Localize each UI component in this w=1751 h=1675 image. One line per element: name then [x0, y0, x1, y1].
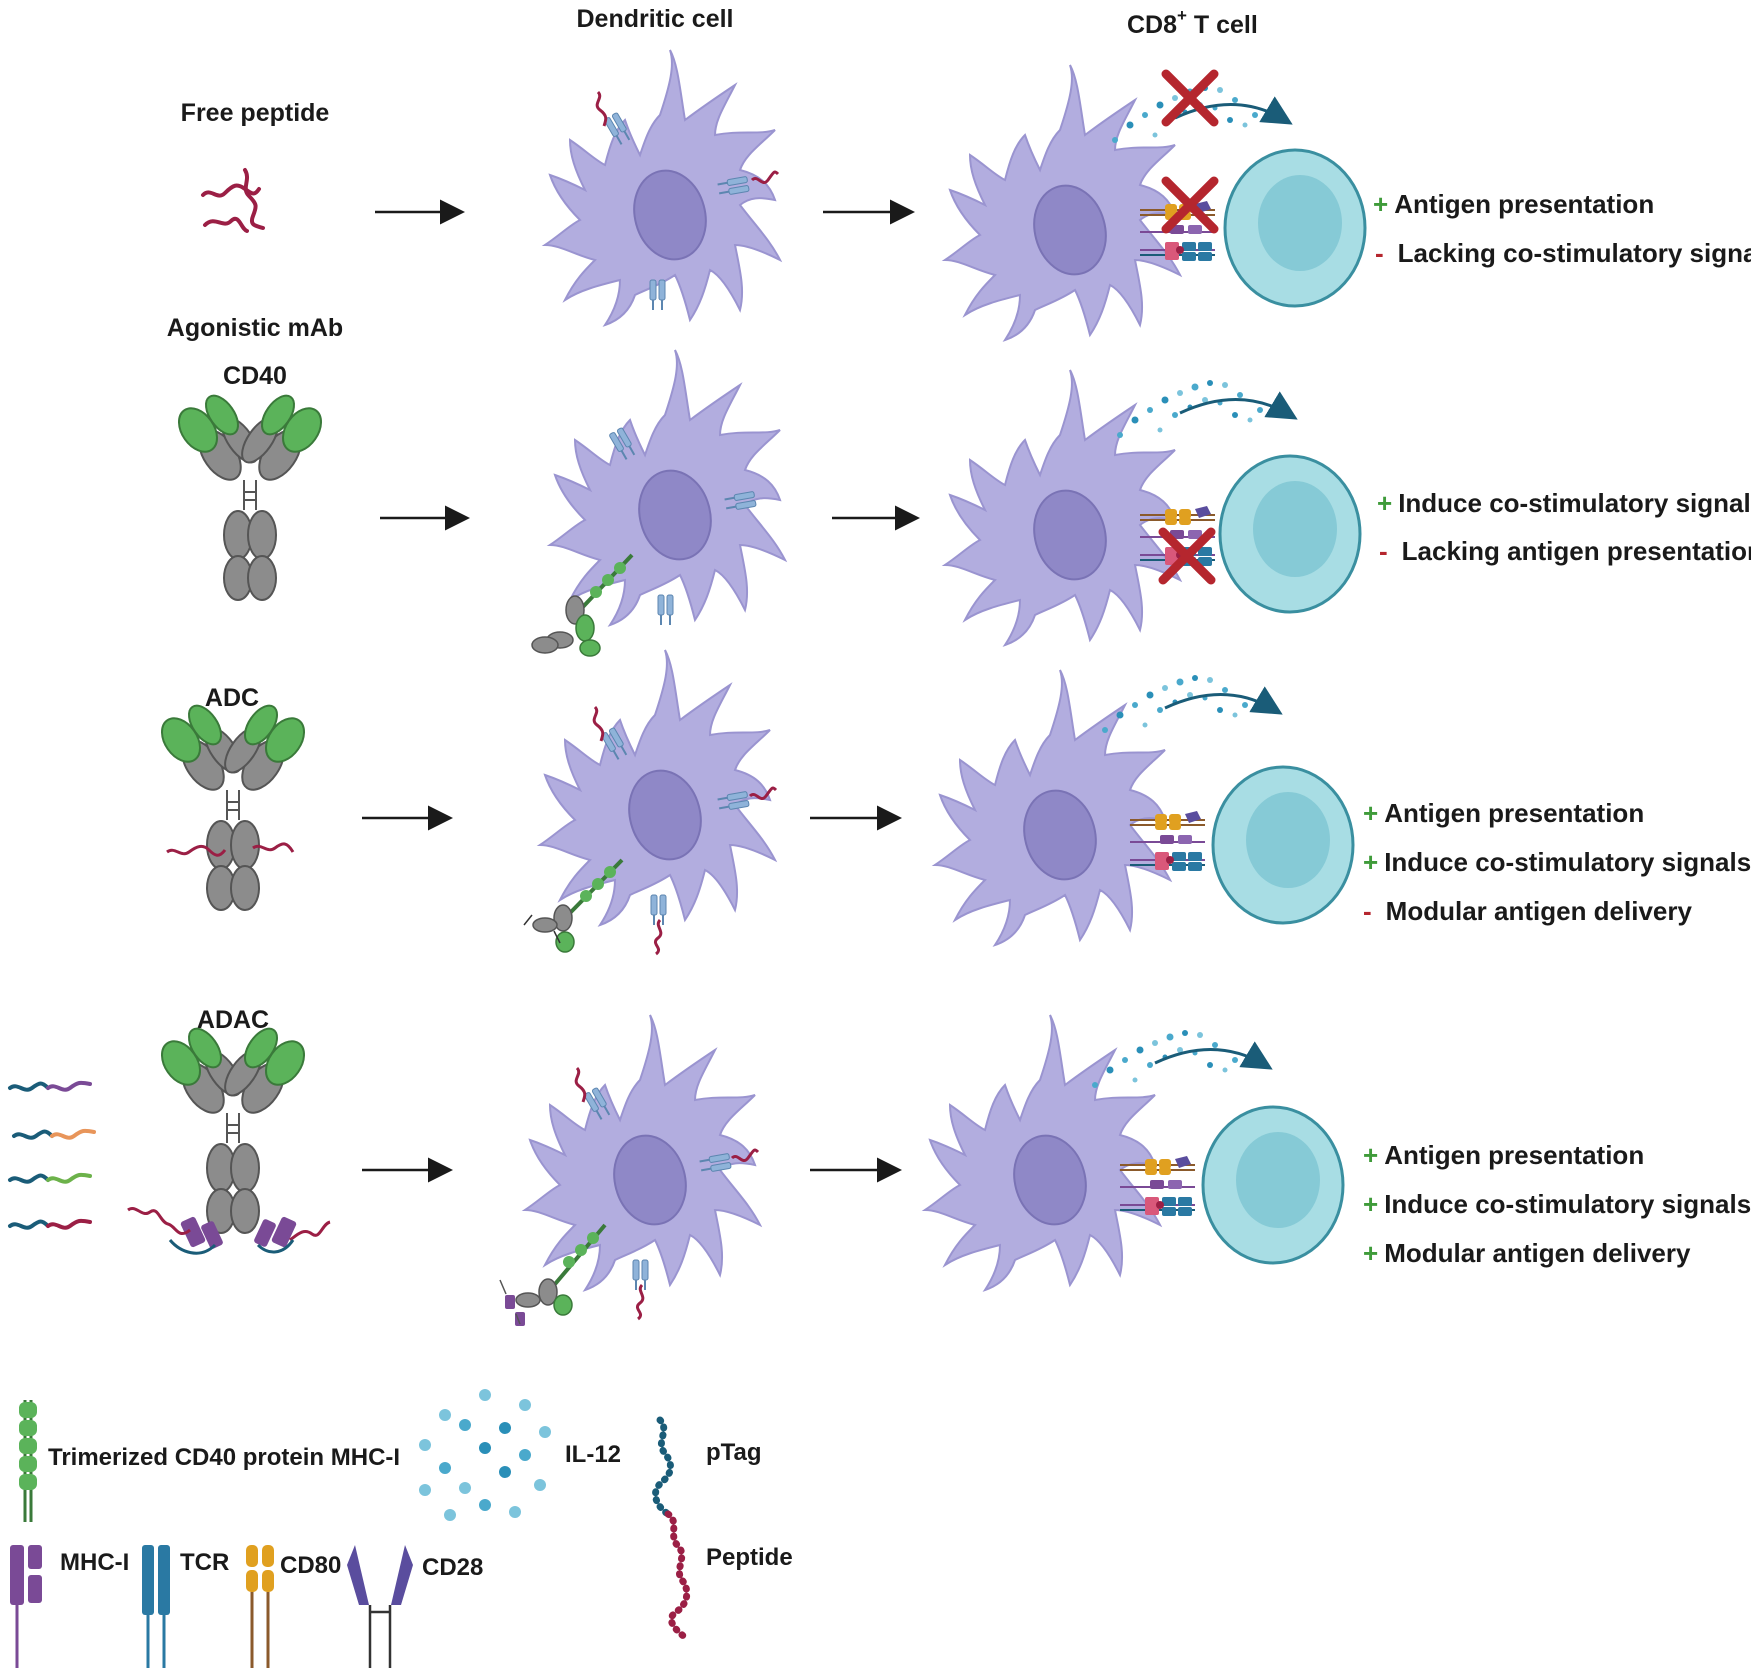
- tcell-header: CD8+ T cell: [1127, 6, 1258, 39]
- legend-ptag-label: pTag: [706, 1439, 762, 1466]
- peptide-icon: [252, 842, 295, 853]
- legend-cd40-label: Trimerized CD40 protein MHC-I: [48, 1444, 400, 1471]
- t-cell: [1201, 1105, 1345, 1265]
- legend-il12-label: IL-12: [565, 1441, 621, 1468]
- il12-release: [1117, 380, 1290, 438]
- row-free-peptide: Free peptide +Antigen presentation -Lack…: [181, 49, 1751, 341]
- free-peptide-icon: [201, 168, 265, 233]
- outcome-2: +Induce co-stimulatory signals: [1363, 1189, 1751, 1219]
- cd40-binding-icon: [499, 1223, 607, 1326]
- outcome-3: +Modular antigen delivery: [1363, 1238, 1691, 1268]
- peptide-icon: [635, 1283, 645, 1321]
- ptag-peptide-icon: [651, 1416, 691, 1642]
- dendritic-cell: [524, 1014, 761, 1291]
- il12-icon: [419, 1389, 551, 1521]
- peptide-icon: [653, 918, 663, 956]
- row-title: ADC: [205, 684, 259, 712]
- outcome-1: +Antigen presentation: [1363, 1140, 1644, 1170]
- outcome-1: +Antigen presentation: [1373, 189, 1654, 219]
- peptide-icon: [595, 90, 608, 127]
- dendritic-cell: [944, 64, 1181, 341]
- row-title: Free peptide: [181, 99, 330, 127]
- receptor-icon: [657, 594, 674, 626]
- legend-cd80-label: CD80: [280, 1552, 341, 1579]
- adaptor-icon: [127, 1207, 331, 1255]
- dendritic-cell: [549, 349, 786, 626]
- row-adac: ADAC: [8, 1006, 1751, 1326]
- row-adc: ADC +Antigen presentation +Induce co-sti…: [153, 649, 1751, 956]
- dendritic-cell-header: Dendritic cell: [577, 5, 734, 33]
- mhc1-icon: [10, 1545, 42, 1668]
- t-cell: [1218, 454, 1362, 614]
- cd40-trimer-icon: [19, 1400, 37, 1522]
- row-title: ADAC: [197, 1006, 269, 1034]
- row-title: Agonistic mAb: [167, 314, 343, 342]
- antibody-icon: [153, 1022, 313, 1234]
- legend-tcr-label: TCR: [180, 1549, 229, 1576]
- peptide-icon: [750, 170, 780, 184]
- dendritic-cell: [924, 1014, 1161, 1291]
- tcr-icon: [142, 1545, 170, 1668]
- outcome-1: +Induce co-stimulatory signals: [1377, 488, 1751, 518]
- legend-mhc1-label: MHC-I: [60, 1549, 129, 1576]
- peptide-icon: [592, 705, 605, 742]
- outcome-2: -Lacking antigen presentation: [1379, 536, 1751, 566]
- peptide-icon: [748, 786, 778, 800]
- peptide-library-icon: [8, 1080, 96, 1230]
- outcome-2: +Induce co-stimulatory signals: [1363, 847, 1751, 877]
- legend-peptide-label: Peptide: [706, 1544, 793, 1571]
- t-cell: [1223, 148, 1367, 308]
- dendritic-cell: [539, 649, 776, 926]
- legend-cd28-label: CD28: [422, 1554, 483, 1581]
- peptide-icon: [166, 844, 227, 857]
- cd40-binding-icon: [523, 858, 624, 953]
- cd80-icon: [246, 1545, 274, 1668]
- outcome-3: -Modular antigen delivery: [1363, 896, 1692, 926]
- dendritic-cell: [944, 369, 1181, 646]
- row-agonistic-mab: Agonistic mAb CD40 +Induce co-stimulator…: [167, 314, 1751, 657]
- antibody-icon: [153, 699, 313, 911]
- cd40-binding-icon: [531, 553, 634, 657]
- row-subtitle: CD40: [223, 362, 287, 390]
- peptide-icon: [574, 1066, 587, 1103]
- legend: Trimerized CD40 protein MHC-I IL-12 pTag…: [10, 1389, 793, 1668]
- antibody-icon: [170, 389, 330, 601]
- peptide-icon: [730, 1148, 760, 1162]
- outcome-1: +Antigen presentation: [1363, 798, 1644, 828]
- dendritic-cell: [934, 669, 1171, 946]
- il12-release: [1092, 1030, 1265, 1088]
- t-cell: [1211, 765, 1355, 925]
- cd28-icon: [347, 1545, 413, 1668]
- outcome-2: -Lacking co-stimulatory signals: [1375, 238, 1751, 268]
- il12-release: [1102, 675, 1275, 733]
